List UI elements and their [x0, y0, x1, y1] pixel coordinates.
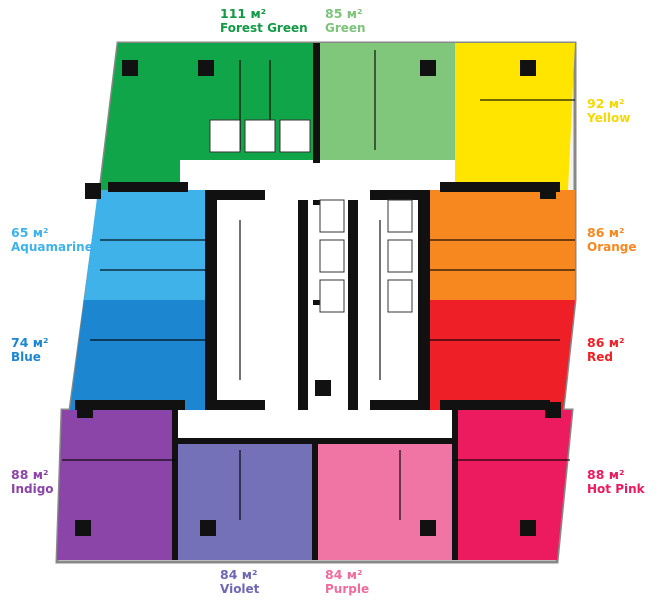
- wall: [75, 400, 185, 410]
- wall: [370, 400, 430, 410]
- elevator: [319, 279, 345, 313]
- unit-name: Green: [325, 21, 366, 35]
- elevator: [244, 119, 276, 153]
- unit-area: 86 м²: [587, 335, 625, 350]
- wall: [348, 200, 358, 410]
- wall: [370, 190, 430, 200]
- unit-area: 86 м²: [587, 225, 625, 240]
- unit-purple: [315, 440, 455, 560]
- unit-orange: [430, 190, 575, 300]
- column: [545, 402, 561, 418]
- unit-name: Blue: [11, 350, 41, 364]
- unit-area: 88 м²: [11, 467, 49, 482]
- column: [520, 520, 536, 536]
- unit-name: Yellow: [587, 111, 631, 125]
- column: [420, 60, 436, 76]
- column: [75, 520, 91, 536]
- unit-blue: [70, 300, 205, 410]
- wall: [175, 438, 320, 444]
- column: [122, 60, 138, 76]
- column: [200, 520, 216, 536]
- unit-area: 65 м²: [11, 225, 49, 240]
- column: [540, 183, 556, 199]
- elevator: [319, 199, 345, 233]
- column: [315, 380, 331, 396]
- wall: [440, 182, 560, 192]
- unit-name: Hot Pink: [587, 482, 645, 496]
- unit-name: Indigo: [11, 482, 54, 496]
- wall: [298, 200, 308, 410]
- wall: [315, 438, 455, 444]
- unit-area: 111 м²: [220, 6, 267, 21]
- wall: [205, 190, 265, 200]
- unit-name: Forest Green: [220, 21, 308, 35]
- wall: [205, 190, 217, 410]
- wall: [205, 400, 265, 410]
- unit-area: 74 м²: [11, 335, 49, 350]
- unit-area: 85 м²: [325, 6, 363, 21]
- elevator: [209, 119, 241, 153]
- unit-name: Red: [587, 350, 613, 364]
- corridor-bottom: [175, 410, 455, 440]
- unit-forest-green: [100, 43, 315, 190]
- column: [420, 520, 436, 536]
- unit-name: Orange: [587, 240, 637, 254]
- column: [198, 60, 214, 76]
- wall: [418, 190, 430, 410]
- unit-area: 84 м²: [220, 567, 258, 582]
- unit-area: 88 м²: [587, 467, 625, 482]
- wall: [440, 400, 550, 410]
- column: [520, 60, 536, 76]
- unit-area: 92 м²: [587, 96, 625, 111]
- elevator: [387, 279, 413, 313]
- column: [77, 402, 93, 418]
- corridor-top: [180, 160, 455, 190]
- unit-violet: [175, 440, 315, 560]
- unit-yellow: [455, 43, 575, 190]
- unit-aquamarine: [84, 190, 205, 300]
- column: [85, 183, 101, 199]
- unit-name: Violet: [220, 582, 260, 596]
- unit-name: Aquamarine: [11, 240, 93, 254]
- elevator: [387, 199, 413, 233]
- wall: [108, 182, 188, 192]
- wall: [312, 440, 318, 560]
- elevator: [279, 119, 311, 153]
- unit-indigo: [57, 410, 175, 560]
- elevator: [387, 239, 413, 273]
- unit-hot-pink: [455, 410, 572, 560]
- elevator: [319, 239, 345, 273]
- wall: [172, 410, 178, 560]
- wall: [313, 43, 320, 163]
- unit-area: 84 м²: [325, 567, 363, 582]
- unit-red: [415, 300, 575, 410]
- unit-name: Purple: [325, 582, 370, 596]
- wall: [452, 410, 458, 560]
